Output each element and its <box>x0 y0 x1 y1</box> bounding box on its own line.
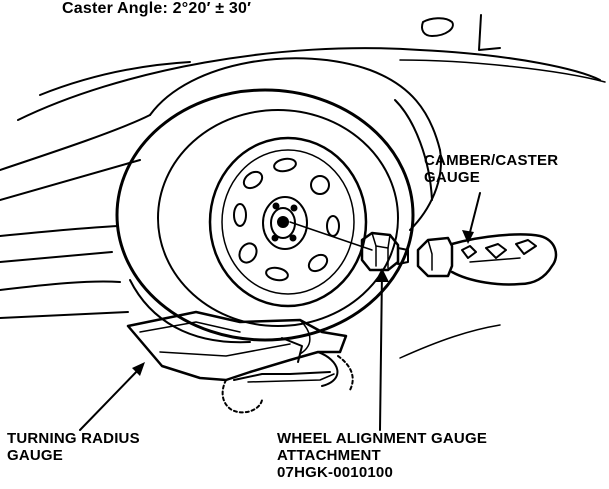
tire <box>115 88 415 344</box>
gauge-attachment <box>360 231 409 272</box>
ground-line <box>399 324 501 359</box>
gauge-chain <box>221 379 263 414</box>
wheel-rim <box>208 136 368 308</box>
car-body <box>0 14 606 319</box>
leader-wheel-alignment <box>379 271 383 431</box>
arrowhead-turning-radius <box>132 362 145 376</box>
leader-turning-radius <box>79 365 143 431</box>
wheel-alignment-gauge-attachment-label: WHEEL ALIGNMENT GAUGE ATTACHMENT 07HGK-0… <box>277 430 487 481</box>
label-line: CAMBER/CASTER <box>424 152 559 169</box>
turning-radius-gauge-label: TURNING RADIUS GAUGE <box>7 430 140 464</box>
alignment-axis-line <box>289 221 373 251</box>
camber-caster-gauge-label: CAMBER/CASTER GAUGE <box>424 152 558 186</box>
label-line: GAUGE <box>424 169 481 186</box>
diagram-title: Caster Angle: 2°20′ ± 30′ <box>62 0 252 17</box>
part-number: 07HGK-0010100 <box>277 464 394 481</box>
label-line: WHEEL ALIGNMENT GAUGE <box>277 430 488 447</box>
gauge-chain-right <box>337 355 354 391</box>
turning-radius-gauge-plate <box>126 310 348 387</box>
arrowhead-wheel-alignment <box>375 268 389 282</box>
camber-caster-gauge-tool <box>416 233 558 286</box>
label-line: TURNING RADIUS <box>7 430 140 447</box>
label-line: GAUGE <box>7 447 64 464</box>
arrowhead-camber-caster <box>462 230 474 244</box>
label-line: ATTACHMENT <box>277 447 381 464</box>
